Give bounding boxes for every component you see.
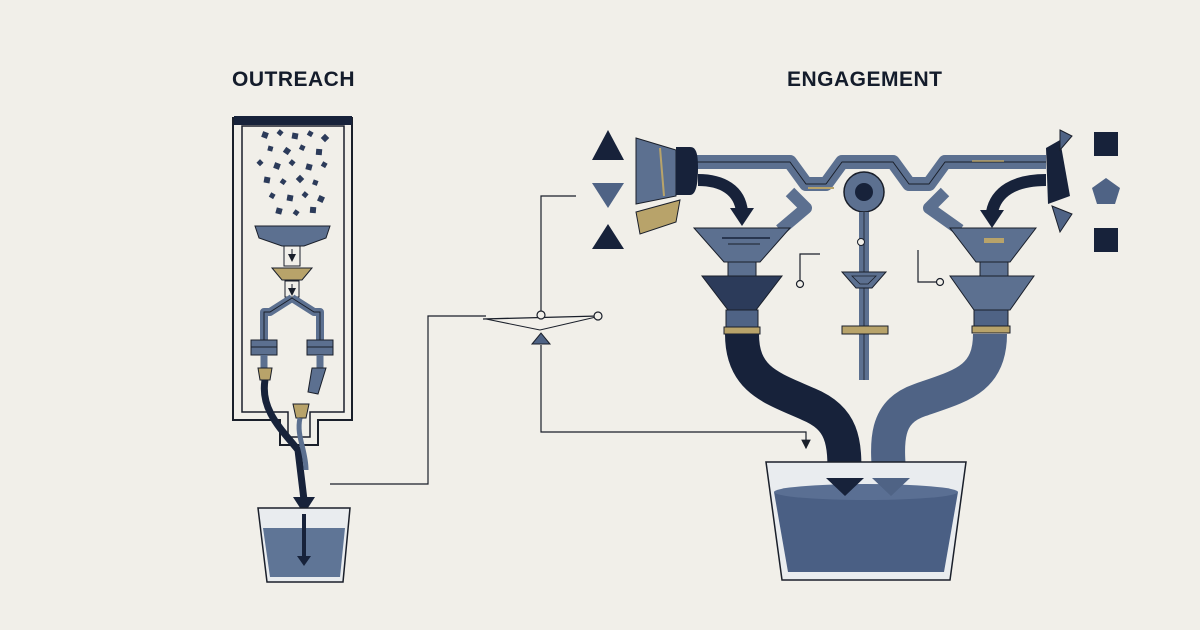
- outreach-title: OUTREACH: [232, 68, 355, 91]
- square-icon: [1094, 132, 1118, 156]
- center-funnel: [840, 271, 888, 289]
- engagement-hose-navy: [725, 333, 862, 483]
- triangle-up-icon: [592, 130, 624, 160]
- connector-lines: [330, 195, 811, 485]
- engagement-apparatus: [635, 129, 1073, 581]
- engagement-hose-slate: [871, 333, 1007, 484]
- outreach-inner-frame: [241, 125, 345, 438]
- right-shape-icons: [1092, 132, 1120, 252]
- pentagon-icon: [1092, 178, 1120, 204]
- outreach-frame: [232, 117, 353, 446]
- outreach-hose-dark: [260, 379, 308, 501]
- balance-lever: [482, 310, 603, 345]
- square-icon: [1094, 228, 1118, 252]
- gold-funnel: [270, 267, 314, 281]
- right-inlet-valve: [1046, 140, 1070, 204]
- left-lower-funnel: [700, 275, 784, 311]
- left-shape-icons: [592, 130, 624, 249]
- outreach-hopper: [254, 225, 331, 247]
- right-upper-funnel: [948, 227, 1038, 263]
- triangle-down-icon: [592, 183, 624, 208]
- left-upper-funnel: [692, 227, 792, 263]
- outreach-top-bar: [234, 116, 352, 125]
- engagement-water: [774, 492, 958, 572]
- particle-cluster: [256, 129, 330, 217]
- outreach-apparatus: [232, 116, 353, 583]
- engagement-title: ENGAGEMENT: [787, 68, 943, 91]
- triangle-up-icon: [592, 224, 624, 249]
- right-lower-funnel: [949, 275, 1035, 311]
- left-inlet-valve: [635, 137, 677, 205]
